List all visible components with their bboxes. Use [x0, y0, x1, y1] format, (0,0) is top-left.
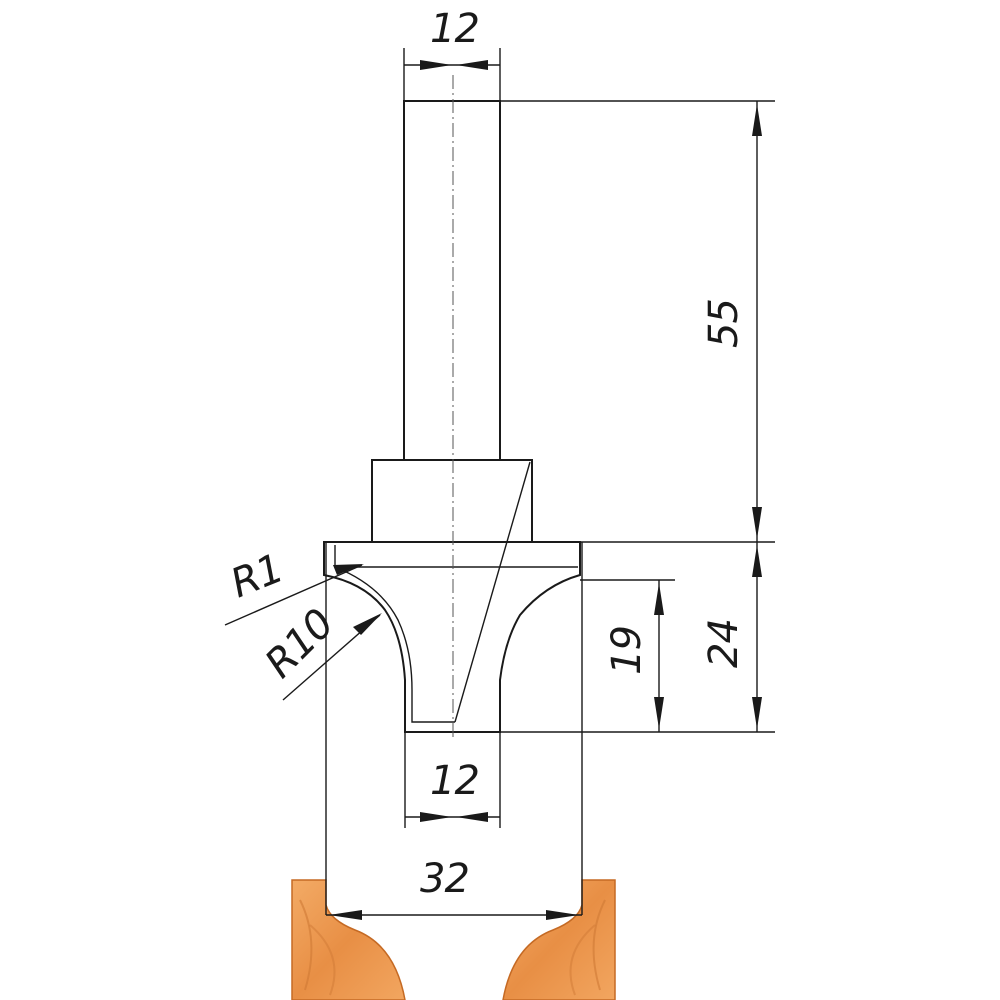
extension-lines: [325, 48, 775, 915]
dim-cutter-height: 24: [701, 542, 762, 732]
cutter-blade-edge: [454, 461, 531, 723]
shank: [403, 100, 501, 463]
cutter-profile-inner: [334, 566, 455, 723]
dim-bearing-diameter-label: 12: [430, 758, 479, 804]
wood-workpiece: [291, 879, 616, 1000]
dim-shank-diameter-label: 12: [430, 6, 479, 52]
dim-large-radius: R10: [257, 601, 382, 701]
wood-left-profile: [291, 879, 406, 1000]
dim-bearing-diameter: 12: [405, 758, 500, 822]
dim-cutter-height-label: 24: [701, 619, 747, 668]
dim-shank-diameter: 12: [404, 6, 500, 70]
collar: [371, 459, 533, 544]
dim-total-length-label: 55: [701, 299, 747, 348]
dim-cutter-diameter: 32: [326, 856, 582, 920]
dim-cut-depth: 19: [604, 580, 664, 732]
dim-cutter-diameter-label: 32: [420, 856, 469, 902]
cutter-body: [323, 541, 581, 733]
dim-large-radius-label: R10: [257, 601, 343, 687]
dim-total-length: 55: [701, 101, 762, 542]
dim-cut-depth-label: 19: [604, 626, 650, 675]
wood-right-profile: [502, 879, 616, 1000]
dim-small-radius-label: R1: [225, 545, 290, 607]
